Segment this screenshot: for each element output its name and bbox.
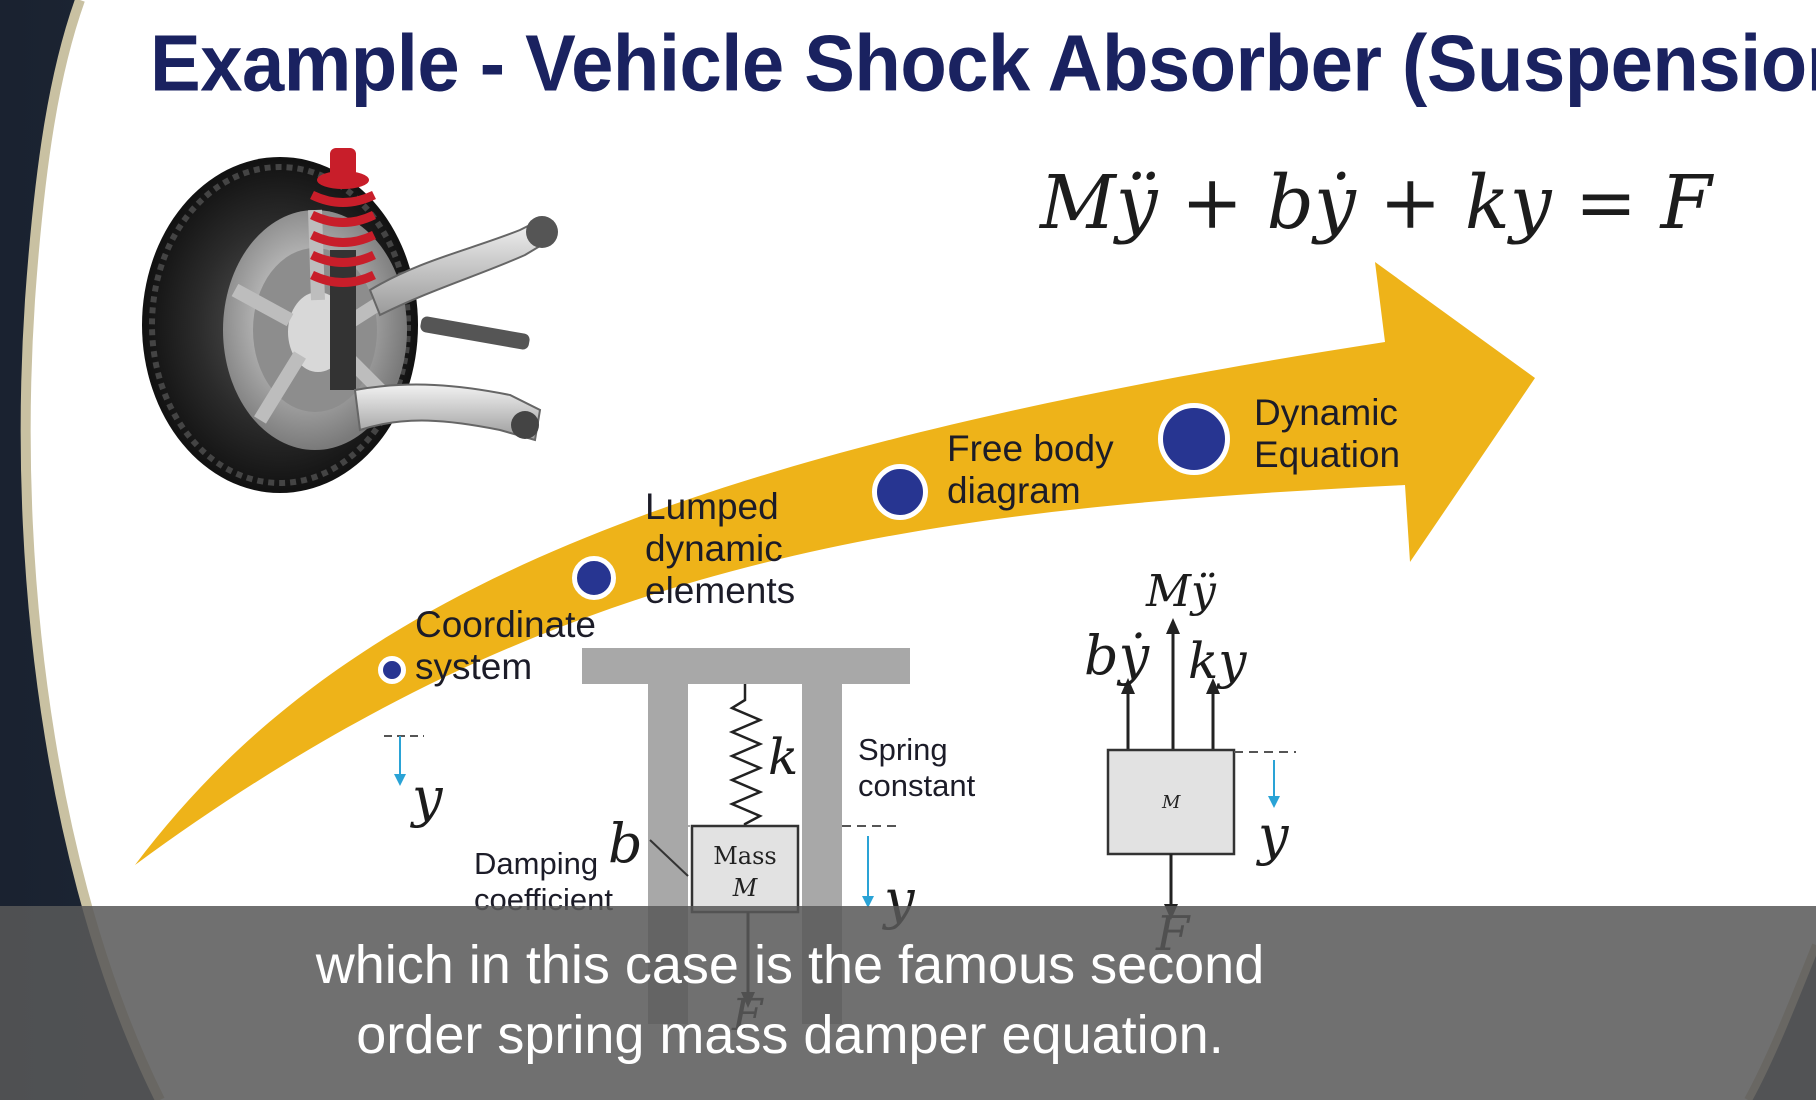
mass-block	[690, 824, 800, 914]
suspension-wheel-image	[142, 148, 558, 493]
fbd-inertia-term: Mÿ	[1146, 566, 1216, 617]
step-dot-free-body-diagram	[872, 464, 928, 520]
coil-spring	[310, 148, 376, 287]
caption-line-1: which in this case is the famous second	[315, 935, 1265, 995]
spring-mass-damper-model	[582, 648, 910, 1024]
fbd-damping-term: bẏ	[1084, 624, 1150, 687]
strut-tube	[330, 250, 356, 390]
fbd-spring-term: ky	[1188, 632, 1247, 690]
spring-zigzag	[728, 684, 764, 826]
fbd-mass-block	[1106, 748, 1236, 856]
mass-label: Mass M	[713, 842, 777, 902]
coordinate-y-symbol: y	[412, 766, 443, 829]
step-dot-lumped-elements	[572, 556, 616, 600]
step-dot-dynamic-equation	[1158, 403, 1230, 475]
spring-k-symbol: k	[768, 728, 799, 786]
caption-line-2: order spring mass damper equation.	[356, 1005, 1224, 1065]
caption-bar: which in this case is the famous second …	[0, 906, 1816, 1100]
slide-title: Example - Vehicle Shock Absorber (Suspen…	[150, 19, 1816, 109]
dynamic-equation: Mÿ + bẏ + ky = F	[1040, 160, 1712, 246]
fbd-displacement-y-symbol: y	[1258, 804, 1289, 867]
free-body-diagram	[1106, 618, 1296, 920]
ceiling-plate	[582, 648, 910, 684]
damper-b-symbol: b	[608, 812, 643, 875]
step-dot-coordinate-system	[378, 656, 406, 684]
fbd-mass-symbol: M	[1162, 792, 1181, 813]
coordinate-system-sketch	[384, 735, 424, 786]
